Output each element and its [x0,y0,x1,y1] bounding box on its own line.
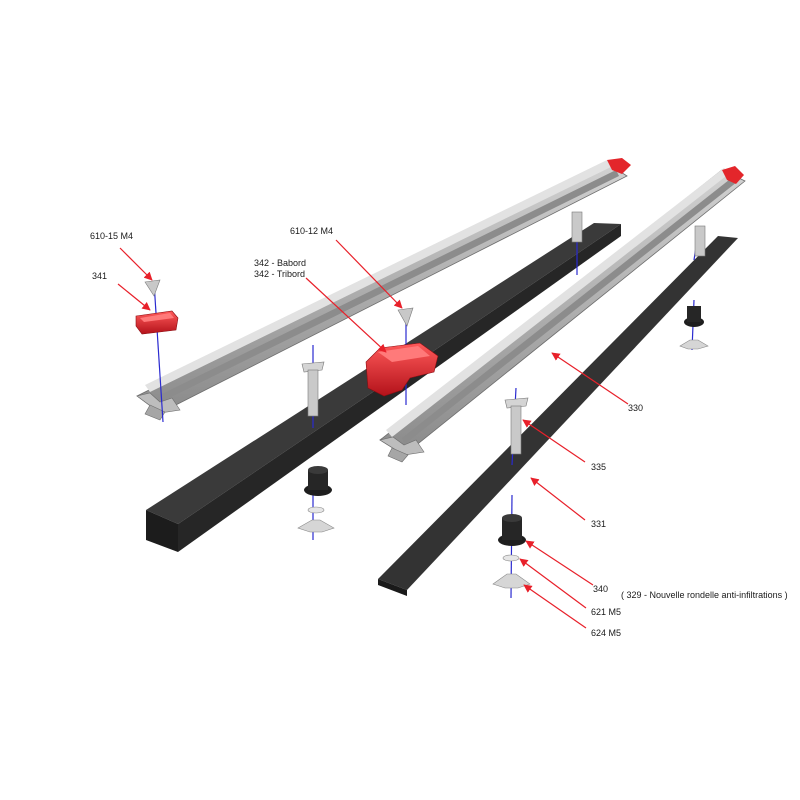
leader-331 [530,477,586,521]
standoff-right [504,397,529,455]
standoff-left [301,361,325,417]
screw-610-15 [144,279,161,297]
screw-610-12 [397,307,414,327]
end-cap-341 [135,310,179,335]
label-330: 330 [628,403,643,413]
foam-strip-right [378,236,738,596]
end-cap-342 [365,342,439,397]
label-624-m5: 624 M5 [591,628,621,638]
leader-610-15 [119,247,153,281]
label-610-15: 610-15 M4 [90,231,133,241]
wing-nut-624 [492,573,531,589]
label-341: 341 [92,271,107,281]
rail-right [379,166,746,463]
plug-340-left [304,466,332,496]
label-331: 331 [591,519,606,529]
leader-621 [519,558,587,609]
washer-left [307,506,325,514]
label-340: 340 [593,584,608,594]
label-610-12: 610-12 M4 [290,226,333,236]
standoff-back-left [571,211,583,243]
leader-341 [117,283,151,311]
label-621-m5: 621 M5 [591,607,621,617]
washer-621 [502,554,520,562]
leader-lines [117,239,629,629]
label-342-babord: 342 - Babord [254,258,306,268]
leader-624 [523,584,587,629]
leader-340 [525,540,594,586]
label-335: 335 [591,462,606,472]
leader-610-12 [335,239,403,309]
plug-340-back [684,306,704,327]
wing-nut-back [679,339,709,350]
label-342-tribord: 342 - Tribord [254,269,305,279]
plug-340-right [498,514,526,546]
wing-nut-left [297,519,335,533]
standoff-back-right [694,225,706,257]
leader-330 [551,352,629,405]
label-329: ( 329 - Nouvelle rondelle anti-infiltrat… [621,590,788,600]
leader-342 [305,277,387,353]
leader-335 [522,419,586,463]
